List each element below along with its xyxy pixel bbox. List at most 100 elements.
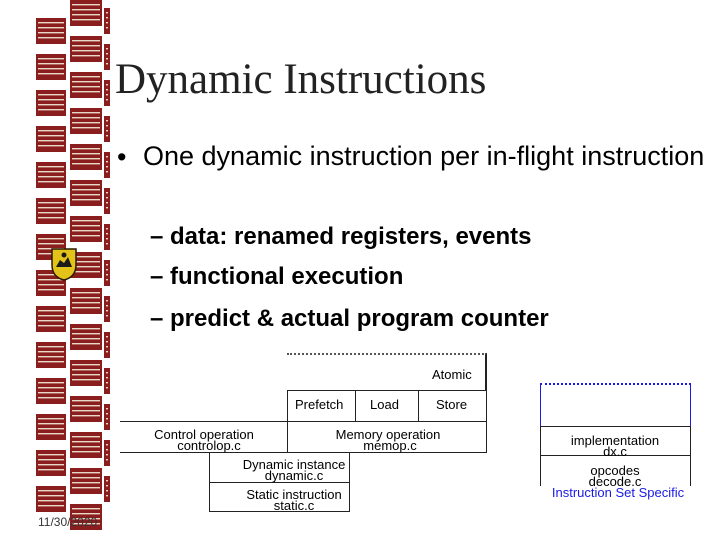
border-stripe [72,9,100,11]
border-block [36,306,66,332]
border-stripe [38,73,64,75]
border-block [36,486,66,512]
border-stripe [106,315,108,317]
border-stripe [38,176,64,178]
border-stripe [72,451,100,453]
border-stripe [38,356,64,358]
border-stripe [106,84,108,86]
border-stripe [38,279,64,281]
border-stripe [38,145,64,147]
border-block [36,54,66,80]
border-stripe [72,441,100,443]
border-stripe [72,256,100,258]
border-stripe [106,485,108,487]
border-stripe [106,228,108,230]
border-stripe [106,120,108,122]
border-stripe [106,27,108,29]
border-block [36,450,66,476]
opcodes-label: opcodes [590,463,640,478]
bullet-text: One dynamic instruction per in-flight in… [143,141,705,171]
border-stripe [72,369,100,371]
border-block [70,324,102,350]
border-stripe [38,469,64,471]
border-stripe [38,181,64,183]
border-stripe [38,243,64,245]
border-stripe [72,86,100,88]
border-stripe [72,482,100,484]
border-stripe [38,387,64,389]
border-stripe [72,148,100,150]
static-instruction-label: Static instruction [246,487,342,502]
slide-title: Dynamic Instructions [115,56,487,103]
border-stripe [106,413,108,415]
border-stripe [72,40,100,42]
sub-bullet-3: – predict & actual program counter [150,305,549,332]
border-block [104,260,110,286]
border-stripe [72,508,100,510]
decode-file-label: decode.c [588,474,642,489]
border-stripe [106,459,108,461]
border-stripe [72,50,100,52]
border-stripe [38,490,64,492]
border-stripe [106,408,108,410]
border-block [70,72,102,98]
border-stripe [72,271,100,273]
border-stripe [72,91,100,93]
atomic-box [287,353,487,391]
border-block [70,468,102,494]
border-stripe [38,325,64,327]
border-stripe [72,487,100,489]
border-stripe [72,400,100,402]
border-stripe [72,230,100,232]
border-stripe [72,415,100,417]
border-stripe [38,37,64,39]
border-block [36,378,66,404]
border-stripe [106,341,108,343]
opcodes-box [540,456,691,486]
border-stripe [106,372,108,374]
border-stripe [38,207,64,209]
border-stripe [72,45,100,47]
border-stripe [38,433,64,435]
static-instruction-box [209,483,350,512]
border-stripe [72,513,100,515]
border-stripe [38,351,64,353]
border-block [104,188,110,214]
border-stripe [72,261,100,263]
border-stripe [38,27,64,29]
border-stripe [72,302,100,304]
control-operation-label: Control operation [154,427,254,442]
decorative-left-border [36,0,110,530]
border-block [70,360,102,386]
border-stripe [38,202,64,204]
border-stripe [106,454,108,456]
border-stripe [38,423,64,425]
dynamic-instance-box [209,453,350,483]
border-stripe [106,444,108,446]
border-stripe [72,153,100,155]
border-stripe [72,189,100,191]
border-stripe [106,197,108,199]
border-stripe [72,225,100,227]
border-stripe [106,166,108,168]
dynamic-instance-label: Dynamic instance [242,457,346,472]
border-stripe [106,130,108,132]
border-stripe [38,418,64,420]
divider-prefetch-load [355,391,356,421]
border-block [36,162,66,188]
border-stripe [106,202,108,204]
border-stripe [106,377,108,379]
border-stripe [72,55,100,57]
border-stripe [72,307,100,309]
crest-icon [51,248,77,281]
border-stripe [72,163,100,165]
border-stripe [38,315,64,317]
border-block [70,144,102,170]
memory-operation-label: Memory operation [335,427,441,442]
border-stripe [72,194,100,196]
border-stripe [38,459,64,461]
border-stripe [106,264,108,266]
store-label: Store [436,397,468,412]
static-file-label: static.c [273,498,315,513]
border-stripe [72,436,100,438]
